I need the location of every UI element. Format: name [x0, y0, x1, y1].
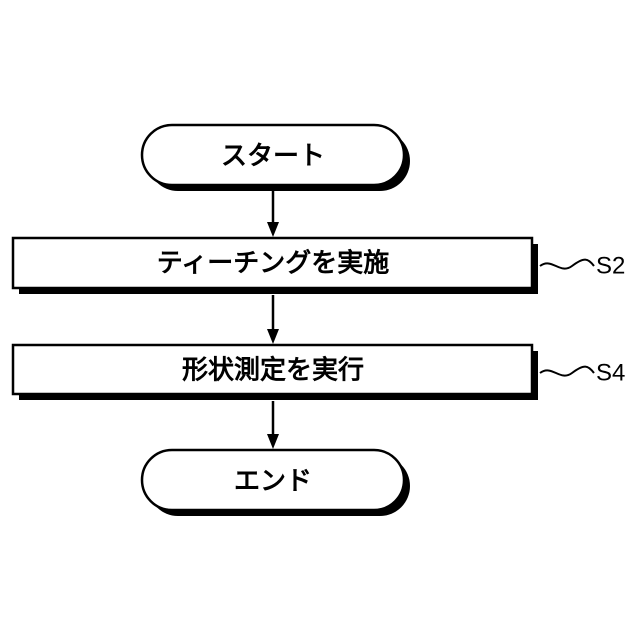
process-box-s4-label: 形状測定を実行 [182, 355, 364, 386]
end-terminal: エンド [142, 450, 410, 516]
process-box-s4: 形状測定を実行 [13, 345, 538, 400]
process-box-s2: ティーチングを実施 [13, 238, 538, 294]
step-leader-s4 [540, 367, 594, 376]
process-box-s2-label: ティーチングを実施 [157, 248, 389, 279]
arrow-s2-to-s4 [267, 295, 279, 344]
arrow-start-to-s2 [267, 186, 279, 237]
arrow-s4-to-end [267, 401, 279, 449]
end-terminal-label: エンド [234, 467, 312, 497]
start-terminal-label: スタート [221, 142, 325, 172]
step-label-s4: S4 [596, 359, 625, 386]
start-terminal: スタート [142, 125, 410, 191]
step-leader-s2 [540, 260, 594, 269]
step-label-s2: S2 [596, 252, 625, 279]
